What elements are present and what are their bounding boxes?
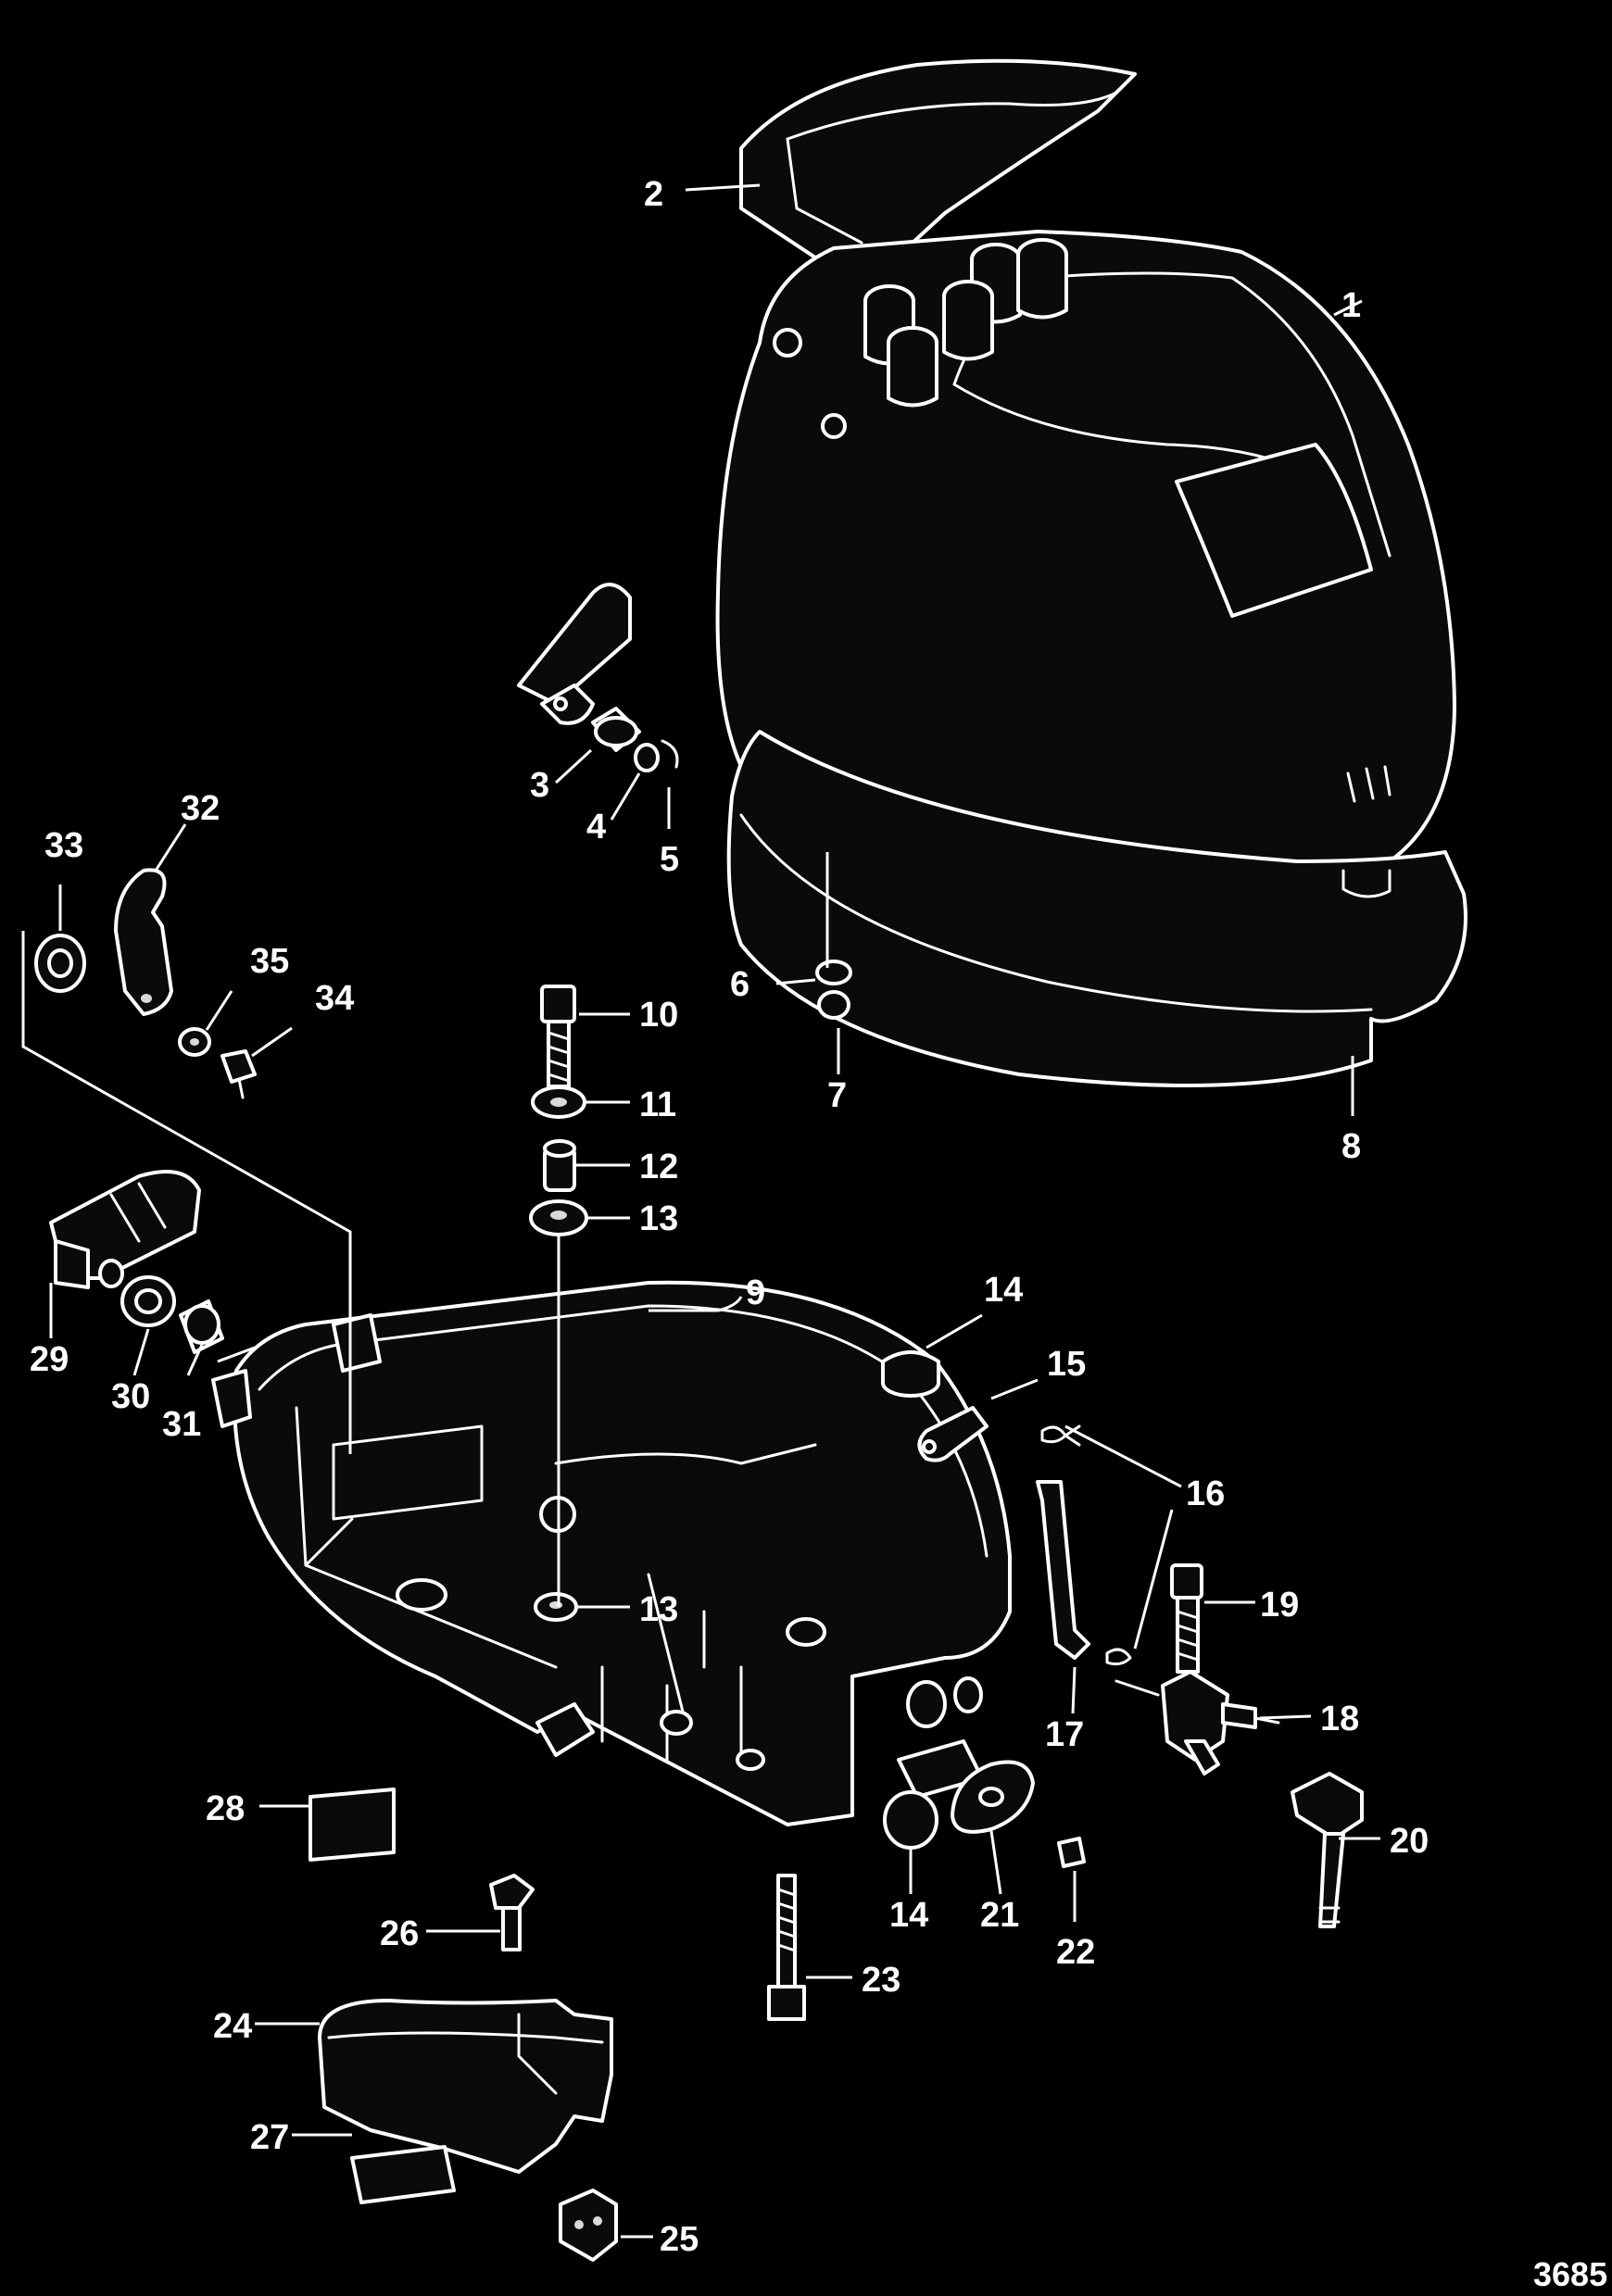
- callout-1: 1: [1341, 286, 1361, 325]
- part-28-decal: [309, 1788, 396, 1862]
- callout-18: 18: [1320, 1700, 1359, 1738]
- callout-4: 4: [586, 808, 606, 847]
- part-5-clip: [661, 739, 679, 769]
- part-1-top-cowl: [715, 230, 1456, 877]
- part-6-washer: [815, 960, 852, 985]
- callout-26: 26: [380, 1914, 419, 1953]
- part-2-top-cap: [739, 58, 1137, 266]
- callout-29: 29: [30, 1340, 69, 1379]
- callout-14-top: 14: [984, 1271, 1023, 1310]
- callout-25: 25: [660, 2220, 699, 2259]
- part-20-fuel-fitting: [1291, 1772, 1364, 1928]
- part-13-grommet-top: [529, 1199, 588, 1236]
- part-14-plug-bottom: [883, 1790, 938, 1850]
- part-12-spacer: [543, 1139, 576, 1192]
- callout-19: 19: [1260, 1586, 1299, 1625]
- callout-7: 7: [827, 1076, 847, 1115]
- callout-10: 10: [639, 996, 678, 1035]
- part-18-connector: [1115, 1670, 1280, 1775]
- callout-15: 15: [1047, 1345, 1086, 1384]
- part-19-screw: [1170, 1563, 1203, 1674]
- part-31-bushing: [179, 1299, 224, 1354]
- callout-9: 9: [746, 1273, 765, 1312]
- part-21-grommet: [951, 1760, 1035, 1834]
- callout-12: 12: [639, 1148, 678, 1186]
- callout-8: 8: [1341, 1127, 1361, 1166]
- callout-33: 33: [44, 826, 83, 865]
- callout-14-bottom: 14: [889, 1896, 928, 1935]
- callout-17: 17: [1045, 1715, 1084, 1754]
- part-7-nut: [817, 990, 850, 1020]
- callout-3: 3: [530, 766, 549, 805]
- part-11-washer: [531, 1085, 586, 1119]
- part-27-decal: [350, 2145, 456, 2204]
- part-32-latch-hook: [114, 868, 173, 1016]
- callout-30: 30: [111, 1377, 150, 1416]
- callout-24: 24: [213, 2007, 252, 2046]
- callout-23: 23: [862, 1961, 900, 2000]
- callout-11: 11: [639, 1085, 676, 1124]
- callout-35: 35: [250, 942, 289, 981]
- callout-13-bottom: 13: [639, 1590, 678, 1629]
- part-30-seal: [120, 1275, 176, 1327]
- part-9-bottom-cowl: [211, 1280, 1012, 1826]
- part-33-bushing: [34, 934, 86, 993]
- part-3-spacer: [591, 707, 641, 752]
- callout-27: 27: [250, 2118, 289, 2157]
- part-bracket: [517, 583, 632, 725]
- callout-13-top: 13: [639, 1199, 678, 1238]
- callout-22: 22: [1056, 1933, 1095, 1972]
- callout-2: 2: [644, 175, 663, 214]
- callout-5: 5: [660, 840, 679, 879]
- callout-28: 28: [206, 1789, 245, 1828]
- callout-31: 31: [162, 1405, 201, 1444]
- part-26-screw: [489, 1874, 535, 1951]
- part-4-washer: [634, 743, 660, 772]
- part-29-handle: [49, 1170, 201, 1289]
- part-14-plug-top: [881, 1350, 940, 1398]
- part-22-label: [1057, 1837, 1086, 1868]
- part-16-clamps: [1040, 1424, 1132, 1666]
- part-34-screw: [220, 1049, 257, 1099]
- leader-lines: [21, 183, 1380, 2239]
- callout-32: 32: [181, 789, 220, 828]
- part-23-bolt: [767, 1874, 806, 2021]
- callout-34: 34: [315, 979, 354, 1018]
- part-17-fuel-line: [1036, 1480, 1090, 1660]
- callouts: 2 1 3 4 5 6 7 8 9 10 11 12 13 13 14 14 1…: [30, 175, 1429, 2259]
- part-24-bracket: [318, 1999, 613, 2174]
- part-8-seal: [726, 730, 1467, 1087]
- callout-16: 16: [1186, 1474, 1225, 1513]
- part-10-screw: [540, 985, 576, 1088]
- callout-6: 6: [730, 965, 749, 1004]
- callout-21: 21: [980, 1896, 1019, 1935]
- part-25-cap: [559, 2189, 618, 2262]
- part-13-grommet-bottom: [534, 1592, 578, 1622]
- part-15-terminal: [917, 1406, 989, 1462]
- callout-20: 20: [1390, 1822, 1429, 1861]
- reference-number: 3685: [1533, 2255, 1607, 2293]
- part-35-washer: [178, 1027, 211, 1057]
